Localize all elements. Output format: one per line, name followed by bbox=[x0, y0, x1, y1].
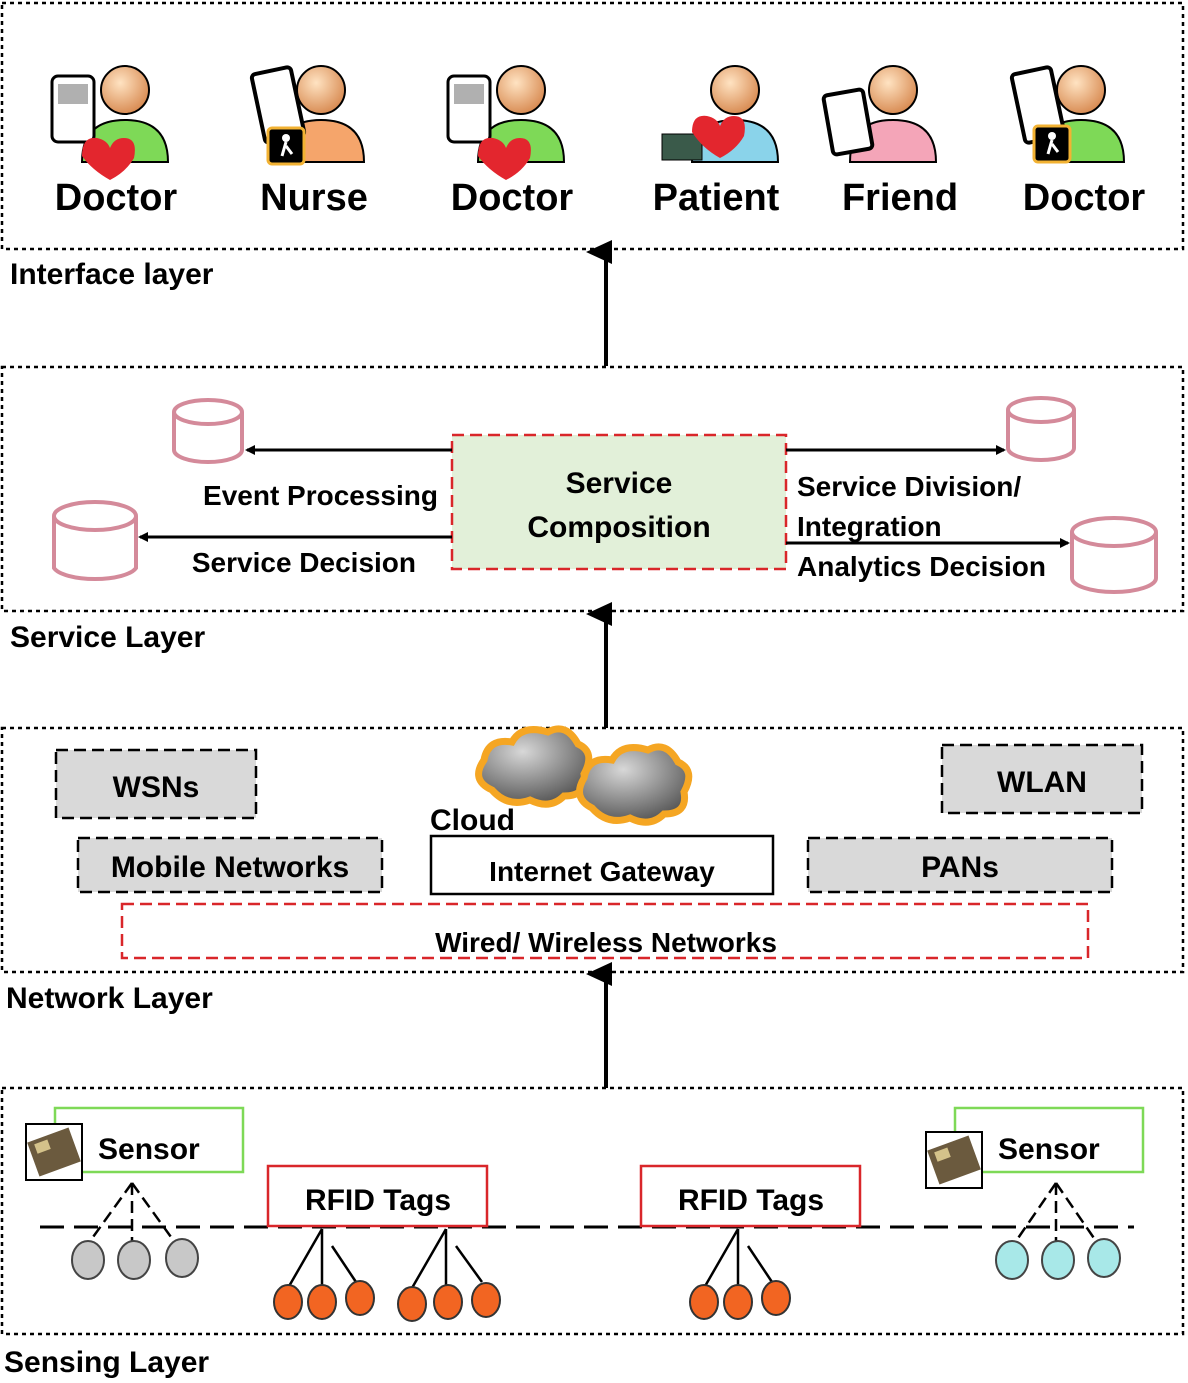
service-decision-label: Service Decision bbox=[192, 547, 416, 578]
integration-label: Integration bbox=[797, 511, 942, 542]
database-icon bbox=[52, 500, 138, 581]
friend-tablet-icon bbox=[821, 65, 938, 163]
mobile-networks-box bbox=[76, 836, 384, 894]
internet-gateway-box bbox=[429, 834, 775, 896]
gray-node bbox=[71, 1240, 105, 1280]
gray-node bbox=[165, 1238, 199, 1278]
mobile-networks-label: Mobile Networks bbox=[111, 851, 349, 884]
nurse-tablet-walker-icon bbox=[249, 65, 366, 166]
orange-node bbox=[307, 1284, 337, 1320]
service-composition-line1: Service bbox=[566, 467, 673, 500]
doctor-phone-heart-icon bbox=[446, 65, 566, 180]
user-label: Patient bbox=[653, 177, 780, 219]
sensor-left-links bbox=[86, 1182, 178, 1245]
analytics-decision-label: Analytics Decision bbox=[797, 551, 1046, 582]
user-label: Doctor bbox=[55, 177, 178, 219]
interface-layer: Interface layer bbox=[0, 1, 1185, 291]
cyan-node bbox=[1087, 1238, 1121, 1278]
sensor-right-links bbox=[1012, 1182, 1100, 1245]
wired-wireless-box bbox=[120, 902, 1090, 960]
user-label: Doctor bbox=[451, 177, 574, 219]
user-label: Friend bbox=[842, 177, 958, 219]
sensing-layer-label: Sensing Layer bbox=[4, 1346, 209, 1379]
orange-node bbox=[689, 1284, 719, 1320]
rfid-right-links bbox=[702, 1228, 774, 1289]
pans-box bbox=[806, 836, 1114, 894]
cloud-icon bbox=[475, 725, 593, 808]
rfid-box bbox=[266, 1164, 489, 1228]
orange-node bbox=[433, 1284, 463, 1320]
network-layer-label: Network Layer bbox=[6, 982, 213, 1015]
orange-node bbox=[471, 1282, 501, 1318]
service-composition-line2: Composition bbox=[527, 511, 710, 544]
database-icon bbox=[1006, 396, 1076, 462]
rfid-left-links bbox=[286, 1228, 484, 1289]
orange-node bbox=[345, 1280, 375, 1316]
cyan-node bbox=[1041, 1240, 1075, 1280]
sensor-board-icon bbox=[925, 1131, 983, 1189]
wsns-box bbox=[54, 748, 258, 820]
pans-label: PANs bbox=[921, 851, 999, 884]
wsns-label: WSNs bbox=[113, 771, 200, 804]
rfid-box bbox=[639, 1164, 862, 1228]
user-label: Doctor bbox=[1023, 177, 1146, 219]
orange-node bbox=[761, 1280, 791, 1316]
patient-heart-sensor-icon bbox=[661, 65, 780, 163]
network-layer: Network Layer WSNs WLAN Cloud Mobile Net… bbox=[0, 725, 1185, 1015]
service-division-label: Service Division/ bbox=[797, 471, 1021, 502]
sensor-box bbox=[53, 1106, 245, 1174]
rfid-right-label: RFID Tags bbox=[678, 1184, 824, 1217]
orange-node bbox=[397, 1286, 427, 1322]
sensor-right-label: Sensor bbox=[998, 1133, 1100, 1166]
wired-wireless-label: Wired/ Wireless Networks bbox=[435, 927, 777, 958]
cyan-node bbox=[995, 1240, 1029, 1280]
sensing-layer: Sensing Layer Sensor RFID Tags RFID Tags bbox=[0, 1086, 1185, 1379]
sensor-box bbox=[953, 1106, 1145, 1174]
sensor-board-icon bbox=[25, 1123, 83, 1181]
gray-node bbox=[117, 1240, 151, 1280]
database-icon bbox=[172, 398, 244, 464]
orange-node bbox=[723, 1284, 753, 1320]
service-layer-label: Service Layer bbox=[10, 621, 205, 654]
rfid-left-label: RFID Tags bbox=[305, 1184, 451, 1217]
orange-node bbox=[273, 1284, 303, 1320]
doctor-phone-heart-icon bbox=[50, 65, 170, 180]
cloud-label: Cloud bbox=[430, 804, 515, 837]
user-label: Nurse bbox=[260, 177, 368, 219]
service-layer: Service Layer Service Composition Event … bbox=[0, 365, 1185, 654]
sensor-left-label: Sensor bbox=[98, 1133, 200, 1166]
doctor-tablet-walker-icon bbox=[1009, 65, 1126, 164]
service-composition-box bbox=[450, 433, 788, 571]
event-processing-label: Event Processing bbox=[203, 480, 438, 511]
database-icon bbox=[1070, 516, 1158, 594]
internet-gateway-label: Internet Gateway bbox=[489, 856, 715, 887]
wlan-box bbox=[940, 743, 1144, 815]
wlan-label: WLAN bbox=[997, 766, 1087, 799]
cloud-icon bbox=[576, 743, 693, 826]
interface-layer-label: Interface layer bbox=[10, 258, 214, 291]
